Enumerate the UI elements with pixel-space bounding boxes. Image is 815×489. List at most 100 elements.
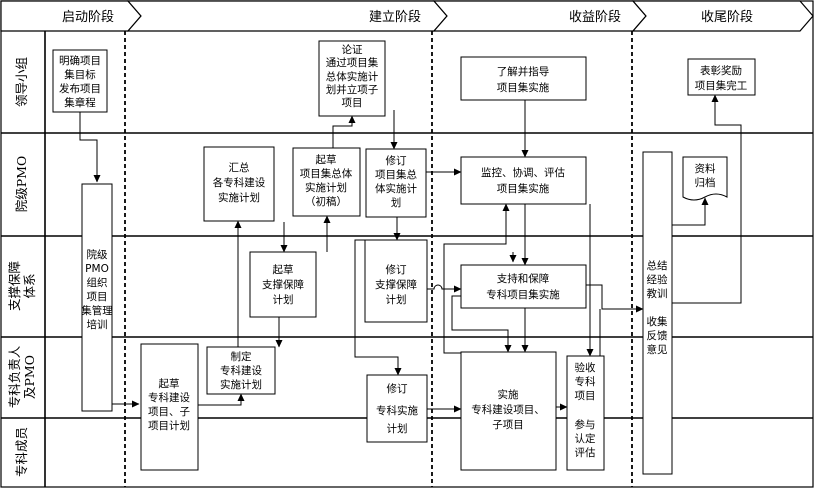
- svg-text:了解并指导: 了解并指导: [497, 65, 550, 78]
- svg-text:论证: 论证: [342, 43, 363, 56]
- edge-summary-to-archive: [672, 197, 709, 226]
- svg-text:项目集总体: 项目集总体: [300, 167, 353, 180]
- svg-text:项目集实施: 项目集实施: [497, 182, 550, 195]
- edge-revise-support-to-revise-specialty: [354, 239, 402, 376]
- svg-text:项目: 项目: [575, 390, 596, 402]
- svg-text:各专科建设: 各专科建设: [213, 176, 266, 189]
- svg-text:划: 划: [391, 196, 402, 209]
- svg-text:项目计划: 项目计划: [148, 419, 190, 432]
- svg-text:修订: 修订: [386, 263, 407, 276]
- phase-header: 启动阶段 建立阶段 收益阶段 收尾阶段: [0, 0, 814, 32]
- edge-charter-to-training: [79, 112, 101, 183]
- node-pmo-training: 院级 PMO 组织 项目 集管理 培训: [81, 183, 113, 412]
- svg-text:总体实施计: 总体实施计: [326, 70, 379, 83]
- svg-text:专科建设: 专科建设: [148, 391, 190, 404]
- svg-text:经验: 经验: [647, 273, 668, 286]
- svg-text:项目集总: 项目集总: [375, 168, 417, 181]
- svg-text:教训: 教训: [647, 287, 668, 300]
- node-draft-specialty-plan: 起草 专科建设 项目、子 项目计划: [140, 343, 199, 471]
- svg-text:总结: 总结: [647, 259, 668, 272]
- phase-label-build: 建立阶段: [369, 10, 421, 25]
- node-approve-overall-plan: 论证 通过项目集 总体实施计 划并立项子 项目: [318, 40, 386, 117]
- svg-text:收集: 收集: [647, 315, 668, 328]
- node-guide-implementation: 了解并指导 项目集实施: [460, 56, 587, 101]
- svg-text:院级PMO: 院级PMO: [14, 156, 29, 212]
- svg-text:支持和保障: 支持和保障: [497, 272, 550, 285]
- edge-support-impl-to-summary: [586, 284, 644, 313]
- svg-text:实施计划: 实施计划: [305, 181, 347, 194]
- svg-text:意见: 意见: [647, 343, 668, 356]
- svg-text:起草: 起草: [159, 378, 180, 390]
- node-implement-specialty-projects: 实施 专科建设项目、 子项目: [460, 351, 557, 471]
- edge-draft-specialty-to-make: [198, 393, 245, 406]
- node-archive-documents: 资料 归档: [682, 156, 728, 201]
- svg-text:制定: 制定: [231, 350, 252, 363]
- svg-text:通过项目集: 通过项目集: [326, 56, 379, 69]
- lane-title-specialty-lead: 专科负责人 及PMO: [7, 345, 37, 408]
- svg-text:子项目: 子项目: [492, 419, 524, 431]
- phase-label-startup: 启动阶段: [62, 10, 114, 25]
- svg-text:起草: 起草: [316, 154, 337, 166]
- svg-text:实施计划: 实施计划: [220, 378, 262, 391]
- lane-title-leadership: 领导小组: [14, 57, 29, 107]
- svg-text:体实施计: 体实施计: [375, 182, 417, 195]
- svg-text:起草: 起草: [273, 264, 294, 276]
- svg-text:验收: 验收: [575, 361, 596, 374]
- svg-text:（初稿）: （初稿）: [305, 195, 347, 208]
- edges: [79, 93, 742, 413]
- edge-draft-overall-to-approve: [332, 115, 356, 148]
- svg-text:汇总: 汇总: [229, 161, 250, 174]
- svg-text:领导小组: 领导小组: [14, 57, 29, 107]
- svg-text:支撑保障: 支撑保障: [7, 261, 22, 311]
- svg-text:集章程: 集章程: [64, 96, 96, 109]
- svg-text:支撑保障: 支撑保障: [262, 278, 304, 291]
- node-support-specialty-implementation: 支持和保障 专科项目集实施: [460, 264, 587, 309]
- svg-text:项目集实施: 项目集实施: [497, 81, 550, 94]
- svg-text:计划: 计划: [386, 293, 407, 306]
- svg-text:明确项目: 明确项目: [59, 54, 101, 67]
- svg-text:专科成员: 专科成员: [14, 427, 29, 477]
- svg-text:修订: 修订: [386, 154, 407, 167]
- svg-text:支撑保障: 支撑保障: [375, 278, 417, 291]
- svg-text:修订: 修订: [387, 382, 408, 395]
- node-monitor-coordinate-evaluate: 监控、协调、评估 项目集实施: [460, 156, 587, 205]
- node-commend-completion: 表彰奖励 项目集完工: [687, 58, 756, 96]
- lane-title-specialty-members: 专科成员: [14, 427, 29, 477]
- svg-text:实施: 实施: [498, 388, 519, 401]
- svg-text:项目集完工: 项目集完工: [695, 79, 748, 92]
- svg-text:项目、子: 项目、子: [148, 406, 190, 418]
- svg-text:计划: 计划: [273, 293, 294, 306]
- edge-implement-to-monitor-loop: [443, 203, 510, 354]
- svg-text:项目: 项目: [87, 291, 108, 303]
- node-revise-specialty-plan: 修订 专科实施 计划: [366, 374, 428, 443]
- svg-text:认定: 认定: [575, 432, 596, 445]
- svg-text:资料: 资料: [695, 162, 716, 175]
- node-make-specialty-plan: 制定 专科建设 实施计划: [206, 346, 276, 395]
- svg-text:专科实施: 专科实施: [376, 404, 418, 417]
- phase-chevron-closing: [631, 0, 814, 32]
- lane-title-support-system: 支撑保障 体系: [7, 261, 37, 311]
- edge-revise-support-to-support-impl: [427, 284, 462, 293]
- svg-text:集管理: 集管理: [81, 304, 113, 317]
- svg-text:实施计划: 实施计划: [218, 191, 260, 204]
- svg-text:划并立项子: 划并立项子: [326, 83, 379, 96]
- svg-text:体系: 体系: [22, 273, 37, 298]
- edge-summary-to-commend: [672, 94, 742, 304]
- node-summary-plans: 汇总 各专科建设 实施计划: [203, 146, 275, 222]
- node-charter: 明确项目 集目标 发布项目 集章程: [52, 49, 108, 113]
- node-draft-support-plan: 起草 支撑保障 计划: [249, 251, 317, 318]
- svg-text:发布项目: 发布项目: [59, 82, 101, 95]
- node-revise-overall-plan: 修订 项目集总 体实施计 划: [365, 148, 427, 218]
- svg-text:专科建设: 专科建设: [220, 364, 262, 377]
- lane-title-hospital-pmo: 院级PMO: [14, 156, 29, 212]
- node-revise-support-plan: 修订 支撑保障 计划: [364, 239, 428, 323]
- node-draft-overall-plan: 起草 项目集总体 实施计划 （初稿）: [292, 147, 361, 217]
- svg-text:专科项目集实施: 专科项目集实施: [486, 288, 560, 301]
- svg-text:PMO: PMO: [85, 263, 109, 275]
- node-summarize-feedback: 总结 经验 教训 收集 反馈 意见: [642, 151, 673, 475]
- svg-text:培训: 培训: [87, 318, 108, 331]
- svg-text:院级: 院级: [87, 248, 108, 261]
- svg-text:集目标: 集目标: [64, 68, 96, 81]
- svg-text:反馈: 反馈: [647, 329, 668, 342]
